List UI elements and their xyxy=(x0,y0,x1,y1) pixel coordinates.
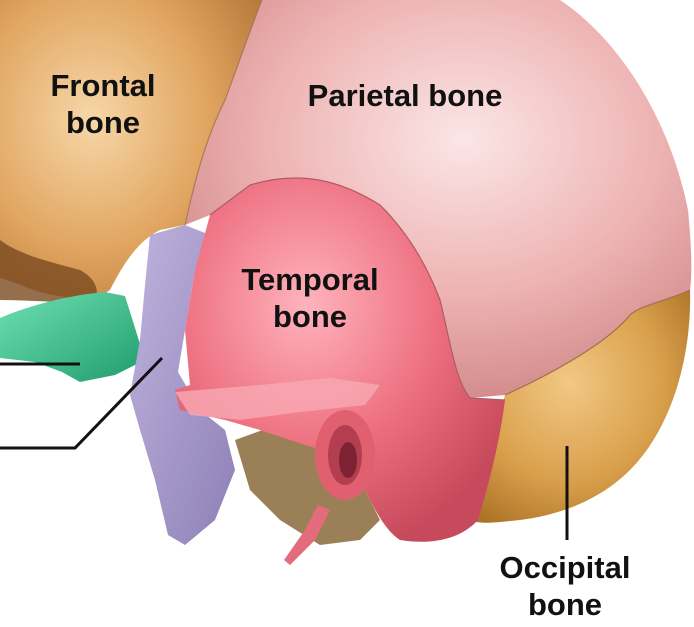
styloid-process xyxy=(284,505,330,565)
orbit-shadow xyxy=(0,240,97,303)
zygomatic-bone-region xyxy=(0,292,145,382)
parietal-bone-region xyxy=(185,0,692,398)
ear-canal-depth xyxy=(339,442,357,478)
temporal-bone-label: Temporal bone xyxy=(241,262,379,334)
coronal-suture xyxy=(184,0,263,226)
occipital-bone-label: Occipital bone xyxy=(499,550,631,622)
zygomatic-arch xyxy=(175,378,380,420)
leader-line-sphenoid xyxy=(0,356,164,450)
parietal-bone-label: Parietal bone xyxy=(307,78,503,113)
squamous-suture xyxy=(209,177,506,401)
sphenoid-bone-region xyxy=(130,225,235,545)
frontal-bone-region xyxy=(0,0,262,298)
temporal-bone-region xyxy=(175,177,505,542)
occipital-bone-region xyxy=(470,290,691,523)
skull-base-shadow xyxy=(235,420,380,545)
lambdoid-suture xyxy=(504,289,691,396)
frontal-bone-label: Frontal bone xyxy=(50,68,156,140)
